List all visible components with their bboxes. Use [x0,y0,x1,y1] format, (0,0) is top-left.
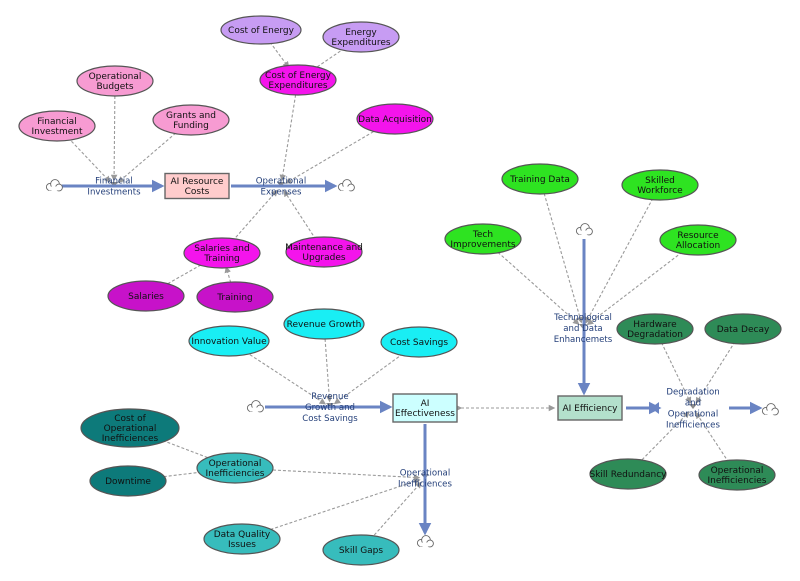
flow-pipes [62,179,763,536]
causal-link-financial-investment-to-flow-financial-investments [67,137,111,183]
cloud-sink-degradation-icon [761,403,779,416]
cloud-source-enhancements-icon [575,223,593,236]
causal-link-revenue-growth-to-flow-revenue-growth-cost-savings [324,338,333,403]
variable-label: Data Decay [717,325,770,335]
variable-skill-redundancy[interactable]: Skill Redundancy [589,458,667,490]
variable-label: Skill Redundancy [589,470,667,480]
variable-data-acquisition[interactable]: Data Acquisition [356,103,434,135]
causal-link-salaries-training-to-flow-operational-expenses [232,189,278,242]
variable-salaries[interactable]: Salaries [107,280,185,312]
stock-label: AI Efficiency [562,404,618,414]
cloud-sources-sinks [45,179,779,548]
variable-label: Training [216,293,253,303]
causal-link-hardware-degradation-to-flow-degradation [661,342,692,404]
causal-link-skilled-workforce-to-flow-tech-data-enhancements [585,197,654,324]
causal-link-maintenance-upgrades-to-flow-operational-expenses [283,189,317,240]
causal-link-training-data-to-flow-tech-data-enhancements [543,193,584,324]
variable-label: Revenue Growth [287,320,362,330]
causal-link-data-quality-issues-to-flow-operational-inefficiencies-outflow [270,478,421,531]
variable-cost-of-energy[interactable]: Cost of Energy [220,15,302,45]
variable-label: Cost of Energy [228,26,295,36]
causal-link-data-decay-to-flow-degradation [695,341,736,405]
causal-link-grants-funding-to-flow-financial-investments [117,129,180,183]
cloud-sink-expenses-icon [337,179,355,192]
variable-innovation-value[interactable]: Innovation Value [188,325,270,357]
flow-pipe-arrowhead [651,402,659,414]
variable-label: Skill Gaps [339,546,383,556]
causal-link-training-to-salaries-training [224,266,232,283]
causal-link-skill-gaps-to-flow-operational-inefficiencies-outflow [370,481,422,540]
causal-link-operational-budgets-to-flow-financial-investments [110,95,118,182]
variable-label: Innovation Value [191,337,267,347]
flow-valve-icon [689,404,697,409]
causal-link-skill-redundancy-to-flow-degradation [638,411,690,464]
causal-link-data-acquisition-to-flow-operational-expenses [285,126,383,184]
variable-label: Training Data [509,175,570,185]
variable-training-data[interactable]: Training Data [501,163,579,195]
variable-skill-gaps[interactable]: Skill Gaps [322,534,400,566]
causal-link-resource-allocation-to-flow-tech-data-enhancements [586,248,687,326]
variable-training[interactable]: Training [196,281,274,313]
variable-label: Downtime [105,477,151,487]
cloud-source-financial-icon [45,179,63,192]
cloud-source-revenue-icon [246,400,264,413]
cloud-sink-inefficiencies-icon [416,535,434,548]
variable-label: Data Acquisition [358,115,432,125]
variable-downtime[interactable]: Downtime [89,465,167,497]
causal-link-tech-improvements-to-flow-tech-data-enhancements [493,248,580,325]
variable-label: Salaries [128,292,164,302]
causal-link-cost-of-energy-to-cost-of-energy-expenditures [269,41,290,69]
variable-cost-savings[interactable]: Cost Savings [380,326,458,358]
variable-revenue-growth[interactable]: Revenue Growth [283,308,365,340]
causal-link-cost-of-energy-expenditures-to-flow-operational-expenses [279,94,297,182]
causal-link-operational-inefficiencies-to-flow-operational-inefficiencies-outflow [272,469,421,481]
causal-link-innovation-value-to-flow-revenue-growth-cost-savings [241,348,327,405]
stock-efficiency[interactable]: AI Efficiency [557,395,623,421]
variable-label: Cost Savings [390,338,448,348]
variable-data-decay[interactable]: Data Decay [704,313,782,345]
